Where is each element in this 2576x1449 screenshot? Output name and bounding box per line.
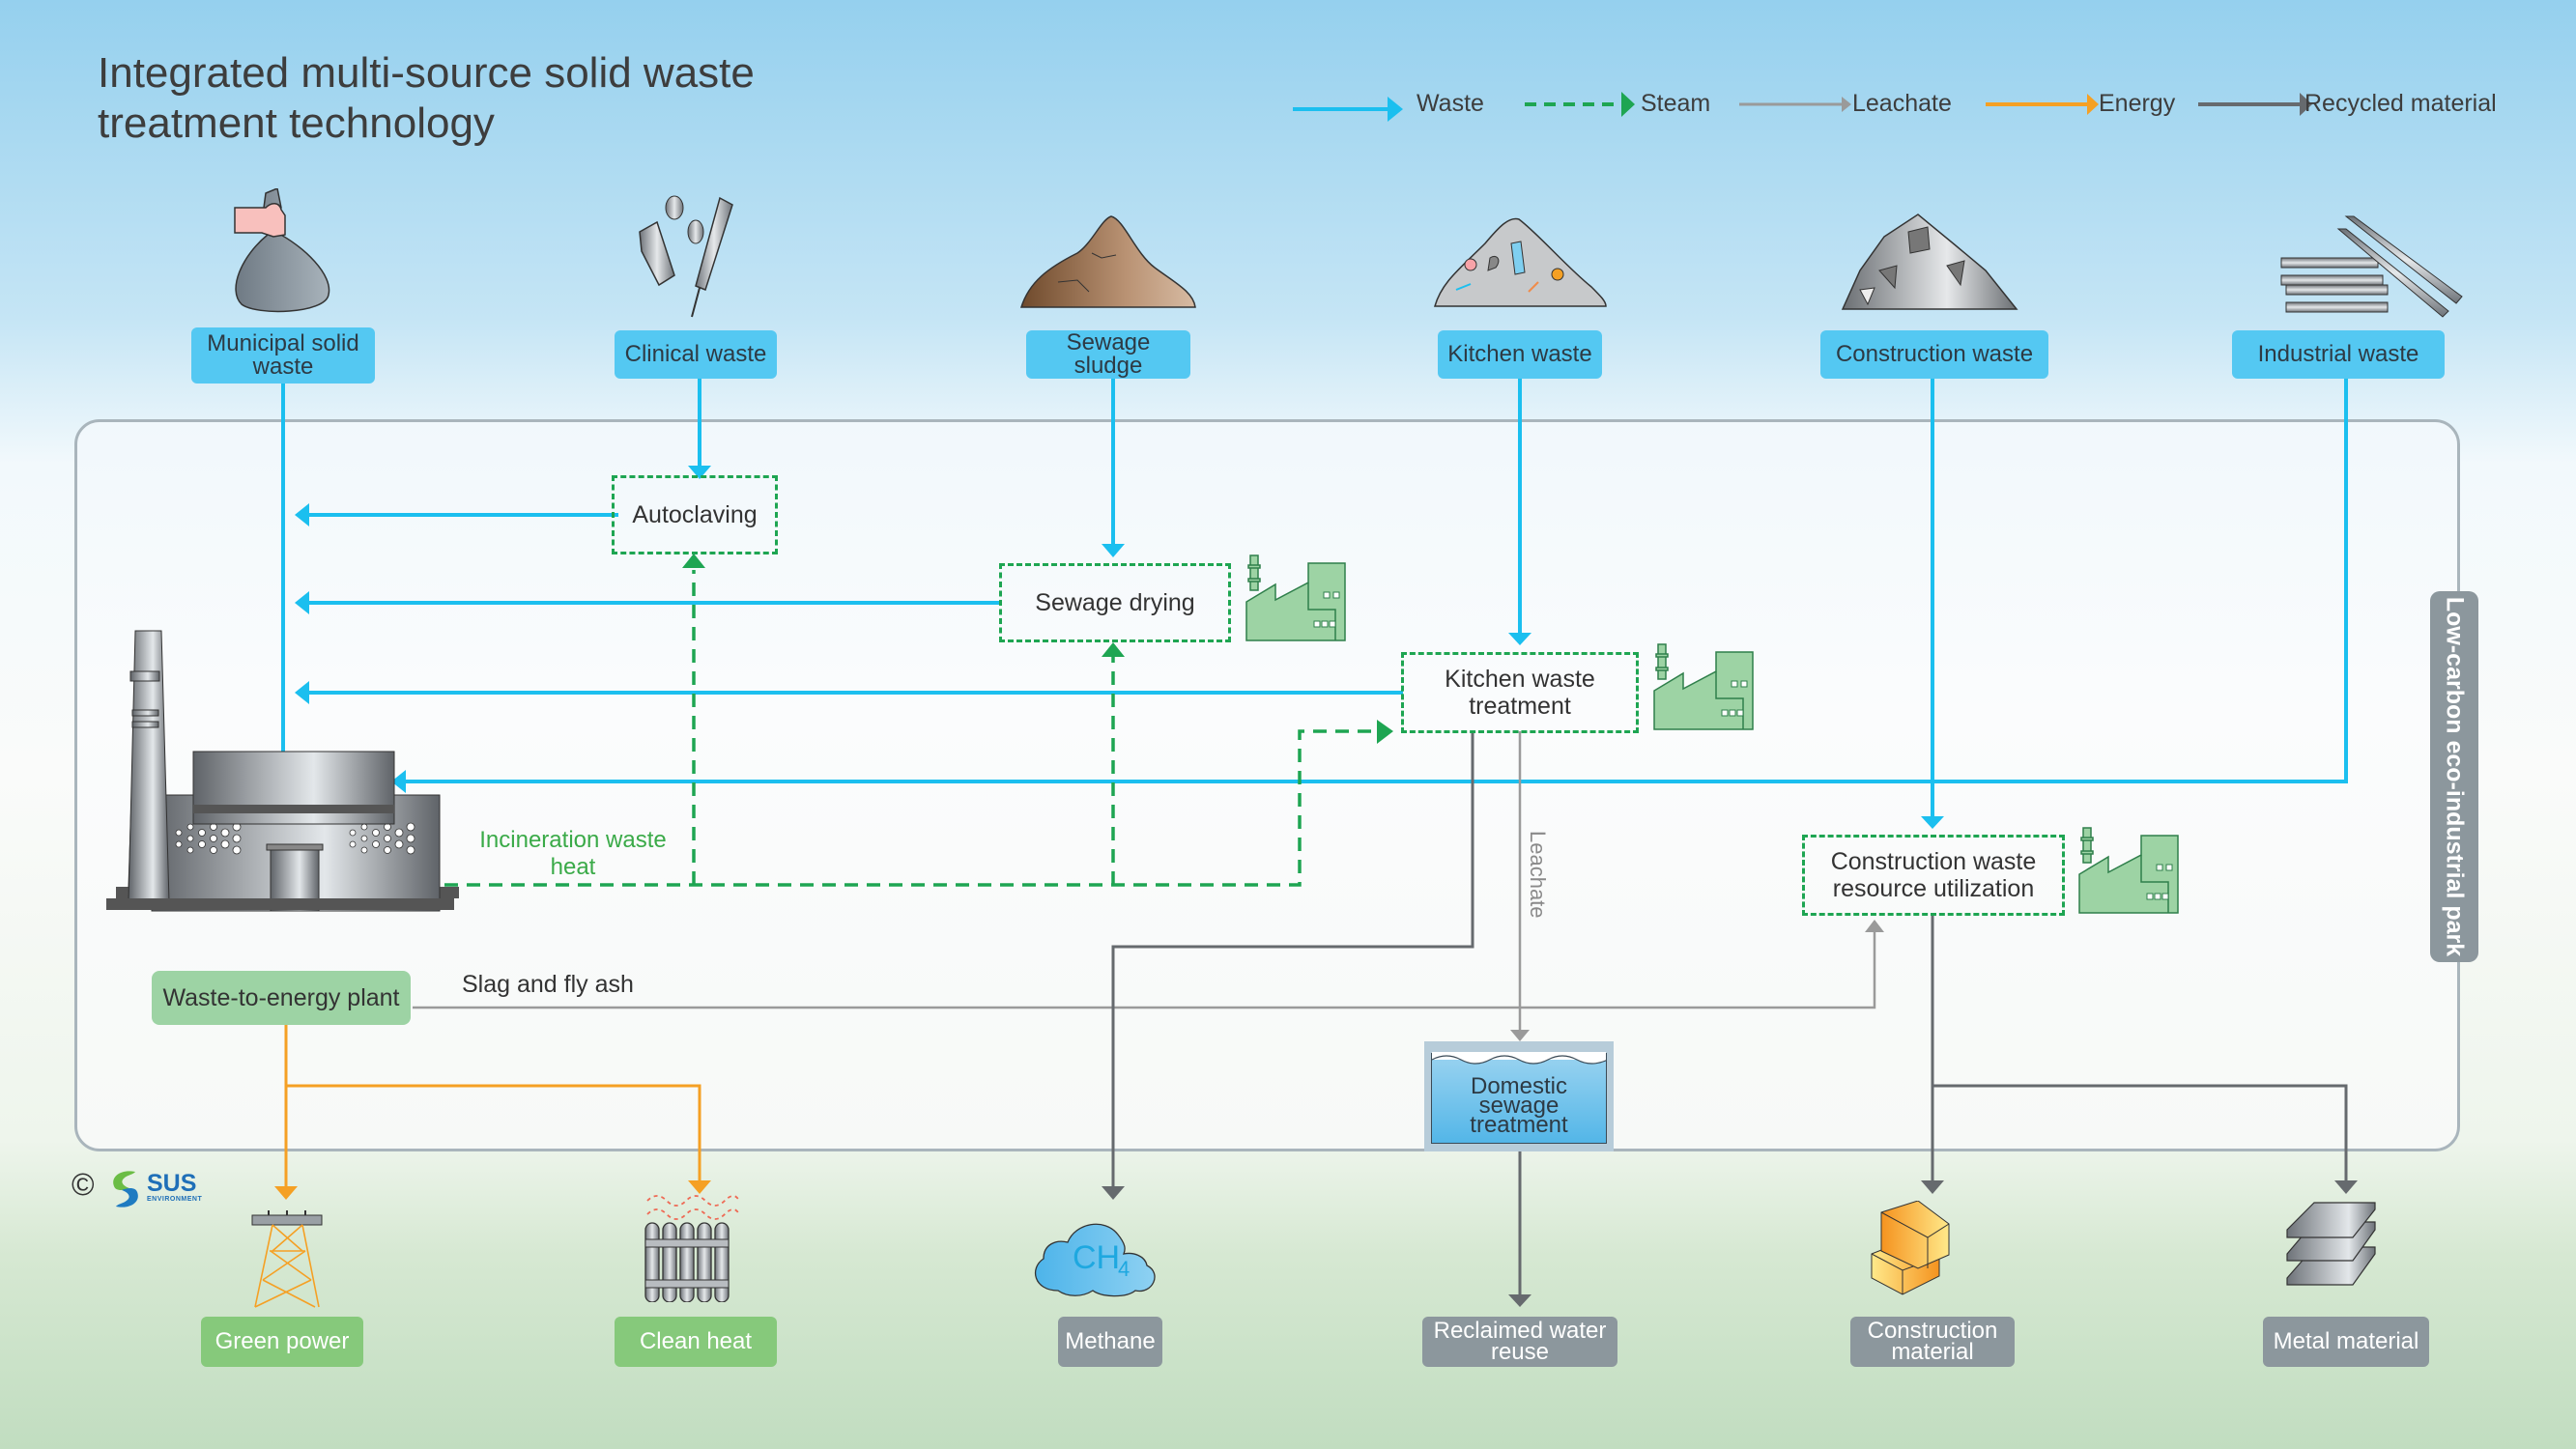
- process-sewage-drying[interactable]: Sewage drying: [999, 563, 1231, 642]
- source-label-municipal: Municipal solid waste: [191, 327, 375, 384]
- garbage-bag-icon: [234, 188, 330, 313]
- source-text: Kitchen waste: [1447, 341, 1592, 367]
- process-kitchen-treatment-label: Kitchen waste treatment: [1445, 666, 1595, 720]
- process-domestic-sewage[interactable]: Domestic sewage treatment: [1424, 1041, 1614, 1151]
- factory-icon: [1245, 554, 1346, 641]
- energy-arrowheads: [274, 1180, 711, 1200]
- factory-icon: [2078, 827, 2179, 914]
- leachate-flows: [413, 731, 1876, 1030]
- kitchen-waste-pile-icon: [1434, 217, 1607, 307]
- waste-flow-industrial: [406, 379, 2348, 783]
- legend-label-waste: Waste: [1417, 90, 1484, 117]
- output-methane[interactable]: Methane: [1058, 1317, 1162, 1367]
- wave-icon: [1432, 1052, 1606, 1065]
- recycled-flows: [1111, 731, 2348, 1294]
- output-clean-heat[interactable]: Clean heat: [615, 1317, 777, 1367]
- steam-flows: [444, 570, 1377, 887]
- legend-label-leachate: Leachate: [1852, 90, 1952, 117]
- output-green-power[interactable]: Green power: [201, 1317, 363, 1367]
- methane-cloud-icon: CH 4: [1035, 1223, 1156, 1297]
- slag-flow: [413, 932, 1876, 1009]
- title-line-1: Integrated multi-source solid waste: [98, 49, 755, 97]
- recycled-arrowheads: [1102, 1180, 2358, 1307]
- steam-flow-main: [444, 729, 1377, 887]
- source-label-kitchen: Kitchen waste: [1438, 330, 1602, 379]
- legend-label-steam: Steam: [1641, 90, 1711, 117]
- plant-body-icon: [106, 630, 454, 912]
- output-label: Metal material: [2273, 1328, 2419, 1354]
- output-label: Clean heat: [639, 1328, 753, 1354]
- legend-energy-arrow: [1986, 94, 2099, 115]
- methane-subscript: 4: [1118, 1257, 1130, 1281]
- process-autoclaving[interactable]: Autoclaving: [612, 475, 778, 554]
- leachate-label: Leachate: [1526, 831, 1550, 919]
- output-label: Construction material: [1867, 1318, 1998, 1365]
- process-kitchen-treatment[interactable]: Kitchen waste treatment: [1401, 652, 1639, 733]
- recycled-flow-methane: [1111, 731, 1474, 1186]
- output-construction-material[interactable]: Construction material: [1850, 1317, 2015, 1367]
- source-label-clinical: Clinical waste: [615, 330, 777, 379]
- legend-recycled-arrow: [2198, 93, 2312, 116]
- process-sewage-drying-label: Sewage drying: [1035, 589, 1195, 616]
- source-text: Construction waste: [1835, 341, 2034, 367]
- syringe-vial-icon: [639, 195, 733, 318]
- output-reclaimed-water[interactable]: Reclaimed water reuse: [1422, 1317, 1617, 1367]
- factory-icon: [1653, 643, 1754, 730]
- steel-beams-icon: [2280, 215, 2463, 318]
- source-text: Clinical waste: [624, 341, 767, 367]
- page-title: Integrated multi-source solid waste trea…: [98, 48, 871, 149]
- output-label: Reclaimed water reuse: [1433, 1318, 1607, 1365]
- metal-plates-icon: [2286, 1202, 2376, 1286]
- source-label-industrial: Industrial waste: [2232, 330, 2445, 379]
- legend-label-recycled: Recycled material: [2304, 90, 2497, 117]
- legend-lines: [1293, 92, 2312, 122]
- plant-label-text: Waste-to-energy plant: [162, 983, 400, 1011]
- title-line-2: treatment technology: [98, 99, 495, 147]
- process-domestic-sewage-label: Domestic sewage treatment: [1470, 1073, 1568, 1138]
- source-text: Industrial waste: [2257, 341, 2419, 367]
- power-tower-icon: [251, 1210, 323, 1308]
- copyright-symbol: ©: [72, 1167, 95, 1202]
- radiator-icon: [644, 1195, 740, 1302]
- legend-leachate-arrow: [1739, 97, 1851, 112]
- energy-flows: [284, 1025, 701, 1186]
- waste-flows: [281, 379, 2348, 816]
- energy-flow-heat: [286, 1084, 701, 1180]
- output-label: Methane: [1065, 1328, 1156, 1354]
- steam-source-label: Incineration waste heat: [479, 827, 667, 880]
- recycled-flow-metal: [1932, 1084, 2348, 1180]
- process-construction-utilization[interactable]: Construction waste resource utilization: [1802, 835, 2065, 916]
- process-autoclaving-label: Autoclaving: [632, 501, 758, 528]
- bricks-icon: [1871, 1201, 1950, 1295]
- leachate-arrowheads: [1510, 920, 1884, 1041]
- park-label-tag: Low-carbon eco-industrial park: [2430, 591, 2478, 962]
- sludge-pile-icon: [1019, 215, 1196, 308]
- logo-brand: SUS: [147, 1170, 197, 1197]
- output-label: Green power: [215, 1328, 350, 1354]
- legend-waste-arrow: [1293, 97, 1403, 122]
- legend-label-energy: Energy: [2099, 90, 2176, 117]
- water-tank-icon: Domestic sewage treatment: [1431, 1052, 1607, 1144]
- source-text: Municipal solid waste: [207, 330, 359, 380]
- eco-industrial-park-boundary: [74, 419, 2460, 1151]
- methane-formula: CH: [1073, 1239, 1120, 1276]
- legend-steam-arrow: [1525, 92, 1635, 117]
- rubble-pile-icon: [1841, 213, 2018, 310]
- process-construction-utilization-label: Construction waste resource utilization: [1830, 848, 2037, 902]
- plant-label[interactable]: Waste-to-energy plant: [152, 971, 411, 1025]
- output-metal-material[interactable]: Metal material: [2263, 1317, 2429, 1367]
- source-label-construction: Construction waste: [1820, 330, 2048, 379]
- slag-label: Slag and fly ash: [462, 971, 634, 998]
- source-label-sludge: Sewage sludge: [1026, 330, 1190, 379]
- steam-arrowheads: [682, 554, 1393, 744]
- sus-logo-icon: [113, 1171, 138, 1208]
- logo-subtitle: ENVIRONMENT: [147, 1196, 203, 1203]
- source-text: Sewage sludge: [1066, 329, 1151, 379]
